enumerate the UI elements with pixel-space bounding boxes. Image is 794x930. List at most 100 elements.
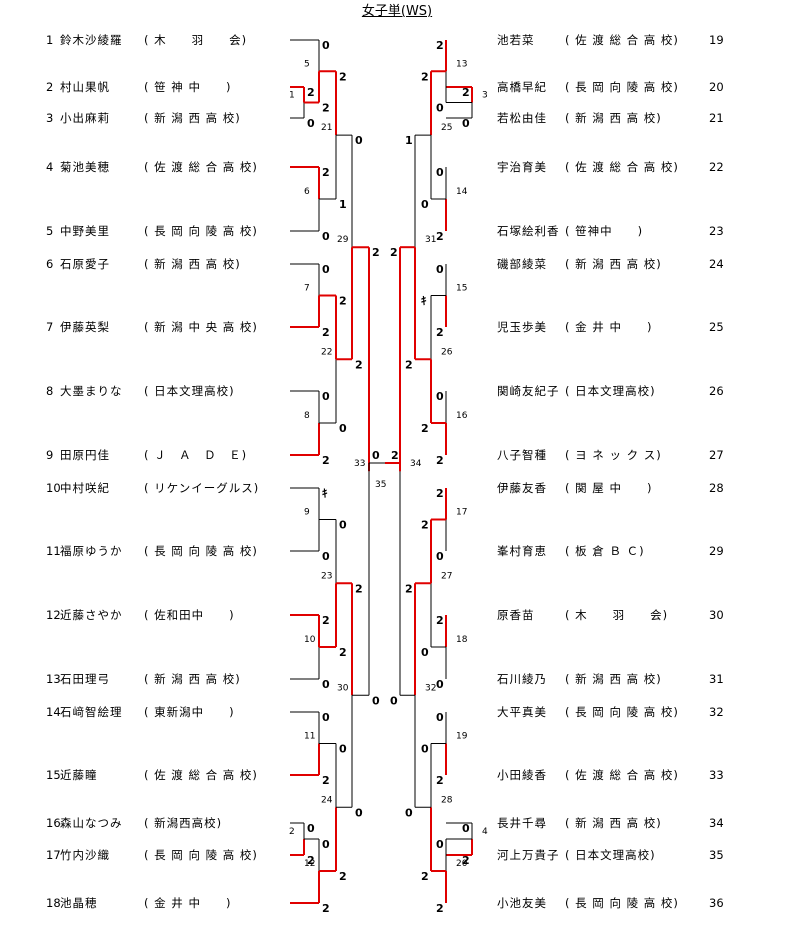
seed-number: 21 (709, 111, 724, 125)
match-score: 2 (322, 774, 330, 787)
match-score: 0 (355, 134, 363, 147)
match-number: 26 (441, 347, 453, 357)
player-entry-left: 6 石原愛子 ( 新 潟 西 高 校) (46, 256, 240, 272)
player-name: 石原愛子 (60, 257, 110, 271)
seed-number: 14 (46, 705, 61, 719)
seed-number: 36 (709, 896, 724, 910)
player-name: 大墨まりな (60, 384, 123, 398)
player-name: 福原ゆうか (60, 544, 123, 558)
match-score: 0 (322, 711, 330, 724)
seed-number: 7 (46, 320, 54, 334)
player-affiliation: ( 笹 神 中 ) (144, 80, 232, 94)
match-score: 2 (322, 454, 330, 467)
match-score: 0 (405, 806, 413, 819)
match-number: 4 (482, 827, 488, 837)
player-entry-left: 13石田理弓( 新 潟 西 高 校) (46, 671, 240, 687)
match-score: 2 (391, 449, 399, 462)
player-affiliation: ( 長 岡 向 陵 高 校) (565, 896, 679, 910)
match-number: 28 (441, 795, 453, 805)
match-score: 0 (355, 806, 363, 819)
match-score: 2 (436, 326, 444, 339)
player-entry-right: 石塚絵利香( 笹神中 )23 (497, 223, 724, 239)
player-affiliation: ( 佐 渡 総 合 高 校) (144, 768, 258, 782)
player-entry-right: 小田綾香( 佐 渡 総 合 高 校)33 (497, 767, 724, 783)
match-score: 0 (436, 102, 444, 115)
match-score: 0 (322, 390, 330, 403)
player-affiliation: ( 新 潟 西 高 校) (565, 816, 662, 830)
player-name: 原香苗 (497, 608, 535, 622)
match-number: 29 (337, 235, 349, 245)
match-score: 0 (339, 519, 347, 532)
match-score: ｷ (322, 487, 328, 500)
match-score: 2 (372, 246, 380, 259)
player-affiliation: ( Ｊ Ａ Ｄ Ｅ) (144, 448, 248, 462)
player-affiliation: ( ヨ ネ ッ ク ス) (565, 448, 662, 462)
seed-number: 3 (46, 111, 54, 125)
match-score: 0 (436, 263, 444, 276)
match-score: 2 (307, 854, 315, 867)
player-affiliation: ( 関 屋 中 ) (565, 481, 653, 495)
player-entry-right: 八子智種( ヨ ネ ッ ク ス)27 (497, 447, 724, 463)
match-score: 2 (436, 774, 444, 787)
match-score: 2 (322, 326, 330, 339)
player-entry-left: 7 伊藤英梨 ( 新 潟 中 央 高 校) (46, 319, 257, 335)
match-score: ｷ (421, 295, 427, 308)
seed-number: 1 (46, 33, 54, 47)
seed-number: 23 (709, 224, 724, 238)
player-affiliation: ( 長 岡 向 陵 高 校) (565, 705, 679, 719)
seed-number: 31 (709, 672, 724, 686)
player-entry-left: 12近藤さやか( 佐和田中 ) (46, 607, 234, 623)
match-score: 0 (339, 422, 347, 435)
player-affiliation: ( 新 潟 西 高 校) (144, 257, 241, 271)
match-score: 2 (355, 582, 363, 595)
player-affiliation: ( 佐 渡 総 合 高 校) (565, 33, 679, 47)
player-name: 小田綾香 (497, 768, 547, 782)
match-score: 1 (339, 198, 347, 211)
player-name: 高橋早紀 (497, 80, 547, 94)
player-entry-right: 峯村育恵( 板 倉 Ｂ Ｃ)29 (497, 543, 724, 559)
match-score: 0 (322, 550, 330, 563)
match-score: 2 (405, 582, 413, 595)
match-score: 0 (462, 117, 470, 130)
match-number: 5 (304, 59, 310, 69)
player-name: 峯村育恵 (497, 544, 547, 558)
seed-number: 28 (709, 481, 724, 495)
match-score: 0 (307, 822, 315, 835)
player-affiliation: ( 新 潟 西 高 校) (144, 111, 241, 125)
match-score: 0 (322, 230, 330, 243)
player-affiliation: ( 東新潟中 ) (144, 705, 235, 719)
player-name: 伊藤英梨 (60, 320, 110, 334)
match-score: 2 (390, 246, 398, 259)
player-name: 菊池美穂 (60, 160, 110, 174)
match-score: 2 (421, 422, 429, 435)
match-number: 33 (354, 459, 365, 469)
player-entry-right: 河上万貴子( 日本文理高校)35 (497, 847, 724, 863)
match-number: 14 (456, 187, 468, 197)
match-number: 23 (321, 571, 332, 581)
match-score: 2 (436, 487, 444, 500)
player-affiliation: ( 笹神中 ) (565, 224, 644, 238)
player-entry-left: 3 小出麻莉 ( 新 潟 西 高 校) (46, 110, 240, 126)
match-score: 2 (462, 86, 470, 99)
player-name: 小出麻莉 (60, 111, 110, 125)
seed-number: 16 (46, 816, 61, 830)
seed-number: 24 (709, 257, 724, 271)
match-number: 21 (321, 123, 332, 133)
seed-number: 19 (709, 33, 724, 47)
player-affiliation: ( 新潟西高校) (144, 816, 223, 830)
match-number: 31 (425, 235, 436, 245)
seed-number: 6 (46, 257, 54, 271)
match-score: 2 (436, 39, 444, 52)
match-score: 2 (436, 614, 444, 627)
player-name: 小池友美 (497, 896, 547, 910)
player-entry-right: 池若菜( 佐 渡 総 合 高 校)19 (497, 32, 724, 48)
player-entry-right: 磯部綾菜( 新 潟 西 高 校)24 (497, 256, 724, 272)
player-entry-left: 18池晶穂( 金 井 中 ) (46, 895, 230, 911)
seed-number: 25 (709, 320, 724, 334)
seed-number: 4 (46, 160, 54, 174)
match-score: 2 (339, 295, 347, 308)
player-affiliation: ( 新 潟 中 央 高 校) (144, 320, 258, 334)
